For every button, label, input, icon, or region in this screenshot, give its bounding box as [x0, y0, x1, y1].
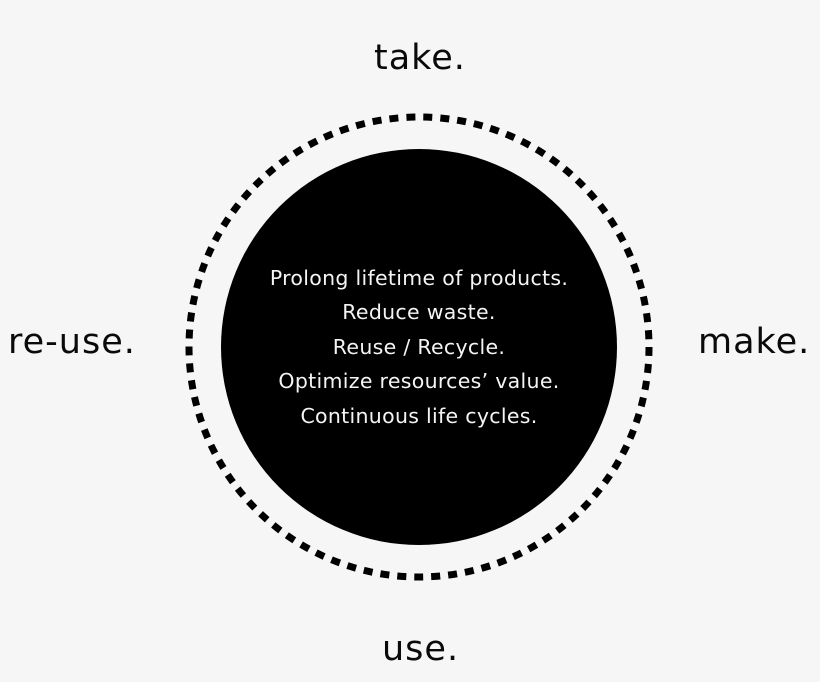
label-use: use.	[382, 629, 460, 669]
center-line-optimize: Optimize resources’ value.	[278, 369, 560, 394]
label-make: make.	[698, 322, 811, 362]
center-line-continuous: Continuous life cycles.	[300, 403, 538, 428]
center-line-reuse: Reuse / Recycle.	[332, 334, 506, 359]
dashed-ring	[185, 113, 653, 581]
center-text-block: Prolong lifetime of products. Reduce was…	[221, 149, 617, 545]
center-line-prolong: Prolong lifetime of products.	[269, 265, 569, 290]
label-re-use: re-use.	[8, 322, 136, 362]
label-take: take.	[374, 38, 466, 78]
center-circle	[221, 149, 617, 545]
center-line-reduce: Reduce waste.	[342, 300, 496, 325]
